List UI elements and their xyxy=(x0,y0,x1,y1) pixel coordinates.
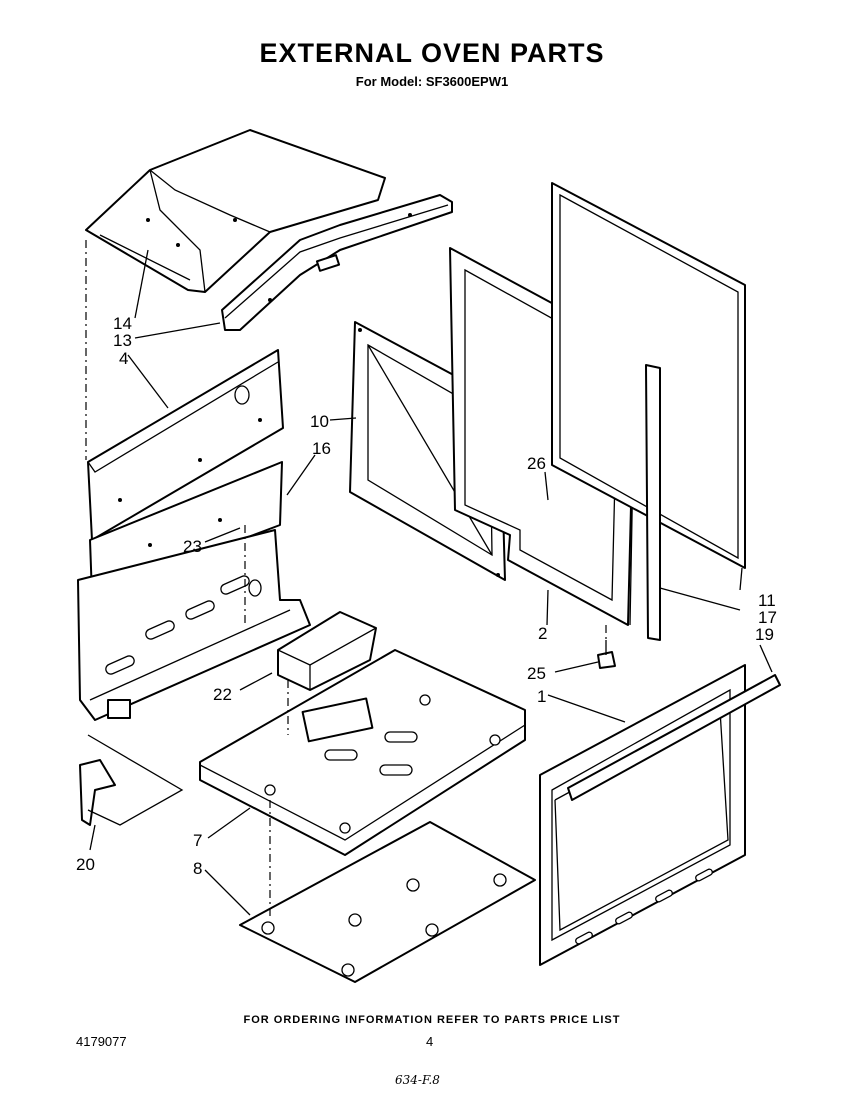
callout-13: 13 xyxy=(113,331,132,350)
callout-22: 22 xyxy=(213,685,232,704)
alignment-lines xyxy=(85,240,607,920)
callout-8: 8 xyxy=(193,859,203,878)
part-8-floor-plate xyxy=(239,821,536,983)
page-title: EXTERNAL OVEN PARTS xyxy=(259,38,605,68)
handwritten-note: 634-F.8 xyxy=(395,1073,440,1087)
callout-2: 2 xyxy=(538,624,548,643)
document-number: 4179077 xyxy=(76,1034,127,1049)
page-number: 4 xyxy=(426,1034,434,1049)
callout-14: 14 xyxy=(113,314,132,333)
callout-19: 19 xyxy=(755,625,774,644)
ordering-note: FOR ORDERING INFORMATION REFER TO PARTS … xyxy=(243,1014,621,1026)
leader-lines xyxy=(89,249,773,916)
callout-23: 23 xyxy=(183,537,202,556)
callout-11: 11 xyxy=(758,591,776,610)
part-13-rear-strip xyxy=(221,194,453,331)
lower-back-frame xyxy=(77,529,311,721)
part-25-hinge xyxy=(597,640,616,669)
callout-10: 10 xyxy=(310,412,329,431)
model-subtitle: For Model: SF3600EPW1 xyxy=(355,74,509,89)
part-22-box xyxy=(277,611,377,691)
callout-26: 26 xyxy=(527,454,546,473)
callout-1: 1 xyxy=(537,687,547,706)
callout-16: 16 xyxy=(312,439,331,458)
part-17-vertical-strip xyxy=(645,364,661,641)
part-4-back-panel xyxy=(87,349,284,541)
callout-7: 7 xyxy=(193,831,203,850)
callout-20: 20 xyxy=(76,855,95,874)
callout-25: 25 xyxy=(527,664,546,683)
part-19-trim-bar xyxy=(567,674,781,801)
part-14-top-panel xyxy=(85,129,386,293)
callout-4: 4 xyxy=(119,349,129,368)
part-7-bottom-tray xyxy=(199,649,526,856)
callout-17: 17 xyxy=(758,608,777,627)
part-20-bracket xyxy=(79,734,184,826)
